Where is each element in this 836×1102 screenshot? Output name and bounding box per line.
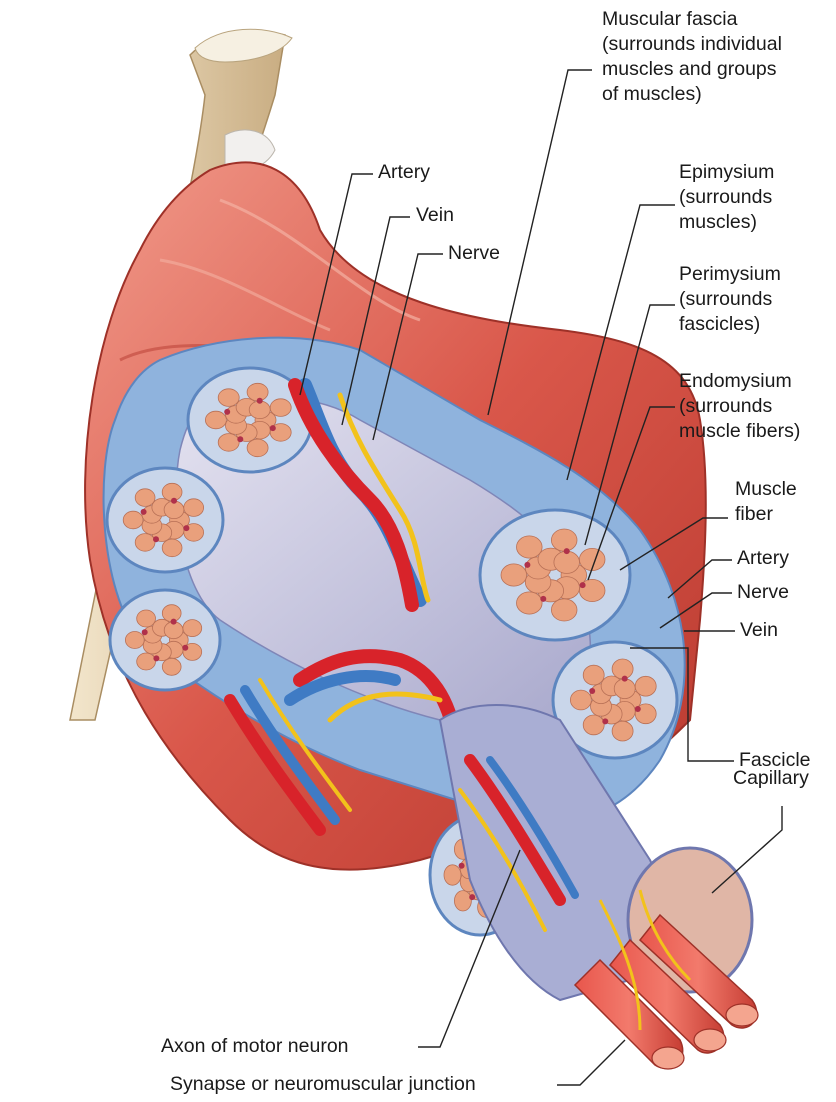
capillary-dot	[602, 718, 608, 724]
muscle-fiber-section	[162, 539, 182, 557]
label-line: fiber	[735, 502, 797, 527]
capillary-dot	[635, 706, 641, 712]
muscle-fiber-section	[635, 676, 656, 696]
fascicle	[107, 468, 223, 572]
capillary-dot	[153, 655, 159, 661]
capillary-dot	[183, 525, 189, 531]
label-perimysium: Perimysium (surrounds fascicles)	[679, 262, 781, 337]
muscle-fiber-section	[137, 653, 156, 670]
muscle-fiber-section	[612, 721, 633, 741]
muscle-fiber-section	[583, 715, 604, 735]
muscle-fiber-section	[137, 610, 156, 627]
label-nerve-top: Nerve	[448, 241, 500, 266]
muscle-fiber-section	[162, 658, 181, 675]
label-line: of muscles)	[602, 82, 782, 107]
fascicle	[480, 510, 630, 640]
capillary-dot	[182, 645, 188, 651]
label-epimysium: Epimysium (surrounds muscles)	[679, 160, 774, 235]
label-line: (surrounds	[679, 287, 781, 312]
muscle-fiber-section	[183, 620, 202, 637]
capillary-dot	[564, 548, 570, 554]
label-synapse: Synapse or neuromuscular junction	[170, 1072, 476, 1097]
label-line: (surrounds	[679, 185, 774, 210]
leader-synapse	[557, 1040, 625, 1085]
capillary-dot	[171, 498, 177, 504]
label-nerve-right: Nerve	[737, 580, 789, 605]
muscle-fiber-section	[247, 439, 268, 457]
muscle-fiber-section	[551, 599, 577, 621]
capillary-dot	[270, 425, 276, 431]
muscle-fiber-section	[444, 865, 461, 885]
label-capillary: Capillary	[733, 766, 809, 791]
muscle-fiber-section	[135, 534, 155, 552]
muscle-fiber-section	[135, 489, 155, 507]
capillary-dot	[171, 619, 177, 625]
label-muscular-fascia: Muscular fascia (surrounds individual mu…	[602, 7, 782, 107]
muscle-fiber-section	[517, 536, 543, 558]
muscle-fiber-section	[218, 389, 239, 407]
capillary-dot	[622, 676, 628, 682]
muscle-fiber-section	[454, 891, 471, 911]
muscle-fiber-section	[583, 665, 604, 685]
label-vein-top: Vein	[416, 203, 454, 228]
label-endomysium: Endomysium (surrounds muscle fibers)	[679, 369, 800, 444]
muscle-fiber-section	[517, 592, 543, 614]
label-line: Epimysium	[679, 160, 774, 185]
label-axon: Axon of motor neuron	[161, 1034, 349, 1059]
label-line: (surrounds	[679, 394, 800, 419]
capillary-dot	[589, 688, 595, 694]
muscle-fiber-section	[125, 632, 144, 649]
label-line: Muscular fascia	[602, 7, 782, 32]
muscle-fiber-section	[501, 564, 527, 586]
muscle-fiber-section	[247, 383, 268, 401]
capillary-dot	[469, 894, 475, 900]
muscle-fiber-section	[614, 679, 635, 699]
muscle-fiber-section	[184, 499, 204, 517]
muscle-fiber-section	[270, 399, 291, 417]
label-muscle-fiber: Muscle fiber	[735, 477, 797, 527]
capillary-dot	[224, 409, 230, 415]
label-line: muscles and groups	[602, 57, 782, 82]
muscle-fiber-section	[612, 659, 633, 679]
capillary-dot	[459, 863, 465, 869]
muscle-fiber-section	[123, 511, 143, 529]
label-line: (surrounds individual	[602, 32, 782, 57]
label-line: Perimysium	[679, 262, 781, 287]
capillary-dot	[153, 536, 159, 542]
label-vein-right: Vein	[740, 618, 778, 643]
label-artery-right: Artery	[737, 546, 789, 571]
label-line: fascicles)	[679, 312, 781, 337]
muscle-fiber-section	[162, 483, 182, 501]
fascicle	[110, 590, 220, 690]
label-line: muscle fibers)	[679, 419, 800, 444]
capillary-dot	[142, 629, 148, 635]
capillary-dot	[257, 398, 263, 404]
muscle-fiber-section	[205, 411, 226, 429]
muscle-fiber-section	[570, 690, 591, 710]
capillary-dot	[540, 596, 546, 602]
capillary-dot	[141, 509, 147, 515]
muscle-fiber-section	[551, 529, 577, 551]
muscle-fiber-section	[554, 551, 580, 573]
muscle-fiber-section	[162, 605, 181, 622]
capillary-dot	[580, 582, 586, 588]
capillary-dot	[524, 562, 530, 568]
label-line: Muscle	[735, 477, 797, 502]
label-artery-top: Artery	[378, 160, 430, 185]
label-line: muscles)	[679, 210, 774, 235]
capillary-dot	[237, 436, 243, 442]
label-line: Endomysium	[679, 369, 800, 394]
muscle-fiber-section	[218, 434, 239, 452]
